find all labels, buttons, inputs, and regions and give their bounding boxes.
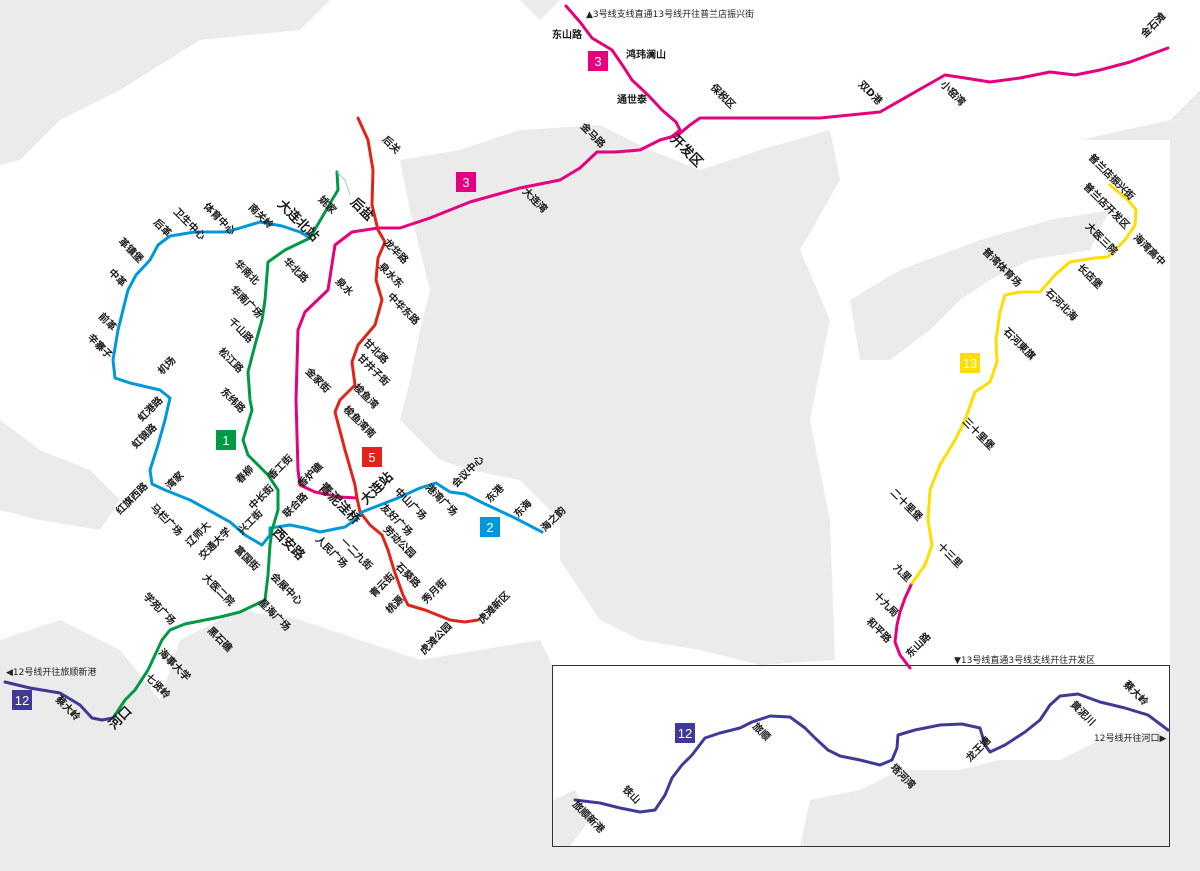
station-label[interactable]: 二十里堡 — [888, 486, 925, 523]
station-label[interactable]: 春柳 — [233, 463, 256, 486]
station-label[interactable]: 虹锦路 — [129, 420, 160, 451]
station-label[interactable]: 大连北站 — [274, 197, 322, 245]
line-3-route[interactable] — [294, 46, 1170, 500]
station-label[interactable]: 海湾高中 — [1131, 231, 1168, 268]
line-3-badge[interactable]: 3 — [456, 172, 476, 192]
line-3-branch-badge[interactable]: 3 — [588, 51, 608, 71]
line-3-branch-note: ▲3号线支线直通13号线开往普兰店振兴街 — [586, 8, 754, 20]
station-label[interactable]: 通世泰 — [617, 93, 648, 106]
line-1-badge[interactable]: 1 — [216, 430, 236, 450]
station-label[interactable]: 西安路 — [269, 525, 309, 565]
station-label[interactable]: 青云街 — [367, 570, 397, 600]
line-12-east-note: 12号线开往河口▶ — [1094, 732, 1166, 744]
station-label[interactable]: 小窑湾 — [937, 77, 968, 108]
line-1-badge-label: 1 — [222, 433, 229, 448]
station-label[interactable]: 石河北海 — [1042, 285, 1080, 323]
station-label[interactable]: 中长街 — [246, 482, 276, 512]
station-label[interactable]: 东纬路 — [218, 385, 249, 416]
station-label[interactable]: 后关 — [380, 133, 403, 156]
station-label[interactable]: 梭鱼湾 — [351, 381, 381, 411]
station-label[interactable]: 兴工街 — [235, 507, 265, 537]
line-3-branch-route[interactable] — [564, 4, 682, 140]
station-label[interactable]: 会展中心 — [268, 570, 305, 607]
station-label[interactable]: 泉水 — [332, 274, 357, 299]
line-13-badge[interactable]: 13 — [960, 353, 980, 373]
station-label[interactable]: 蔡大岭 — [1120, 677, 1151, 708]
line-2-route[interactable] — [111, 220, 544, 547]
station-label[interactable]: 旅顺 — [750, 720, 773, 743]
station-label[interactable]: 东山路 — [903, 629, 934, 660]
station-label[interactable]: 华南北 — [232, 257, 262, 287]
line-12-inset-badge[interactable]: 12 — [675, 723, 695, 743]
line-12-west-note: ◀12号线开往旅顺新港 — [6, 666, 96, 678]
station-label[interactable]: 姚家 — [315, 192, 340, 217]
station-label[interactable]: 联合路 — [280, 489, 311, 520]
station-label[interactable]: 机场 — [155, 354, 178, 377]
line-badges: 1 2 3 3 5 12 12 13 — [12, 51, 980, 743]
station-label[interactable]: 鸿玮澜山 — [626, 48, 666, 61]
station-label[interactable]: 革镇堡 — [116, 235, 146, 265]
line-5-badge-label: 5 — [368, 450, 375, 465]
station-label[interactable]: 千山路 — [226, 315, 257, 346]
line-5-badge[interactable]: 5 — [362, 447, 382, 467]
line-12-badge[interactable]: 12 — [12, 690, 32, 710]
line-2-badge[interactable]: 2 — [480, 517, 500, 537]
line-12-route[interactable] — [3, 680, 115, 722]
station-label[interactable]: 十三里 — [935, 540, 965, 570]
station-label[interactable]: 马栏广场 — [148, 501, 185, 538]
station-label[interactable]: 香工街 — [265, 452, 295, 482]
station-label[interactable]: 南关岭 — [246, 201, 276, 231]
station-label[interactable]: 虎滩新区 — [475, 589, 512, 626]
station-label[interactable]: 虎滩公园 — [417, 620, 454, 657]
station-label[interactable]: 十九局 — [871, 589, 901, 619]
line-3-branch-south-route[interactable] — [893, 581, 914, 670]
line-1-route[interactable] — [111, 170, 340, 720]
station-label[interactable]: 黄泥川 — [1068, 698, 1098, 728]
station-label[interactable]: 红旗西路 — [113, 479, 151, 517]
station-label[interactable]: 湾家 — [163, 468, 187, 492]
line-13-through-note: ▼13号线直通3号线支线开往开发区 — [954, 654, 1095, 666]
station-label[interactable]: 和平路 — [863, 614, 895, 646]
line-12-inset-route[interactable] — [573, 692, 1170, 814]
station-label[interactable]: 金家街 — [302, 364, 333, 395]
station-label[interactable]: 学苑广场 — [141, 590, 178, 627]
station-label[interactable]: 大医二院 — [200, 571, 237, 608]
line-3-badge-label: 3 — [462, 175, 469, 190]
station-label[interactable]: 保税区 — [707, 80, 738, 111]
station-label[interactable]: 金石滩 — [1137, 10, 1168, 41]
station-label[interactable]: 东山路 — [552, 28, 583, 41]
line-3-branch-badge-label: 3 — [594, 54, 601, 69]
station-label[interactable]: 富国街 — [232, 543, 262, 573]
station-label[interactable]: 中革 — [106, 266, 129, 289]
line-12-badge-label: 12 — [15, 693, 29, 708]
line-13-route[interactable] — [910, 183, 1138, 585]
line-13-badge-label: 13 — [963, 356, 977, 371]
station-label[interactable]: 辛寨子 — [85, 331, 115, 361]
station-label[interactable]: 松江路 — [216, 345, 247, 376]
station-label[interactable]: 华北路 — [281, 255, 312, 286]
station-label[interactable]: 前革 — [96, 310, 119, 333]
inset-frame — [552, 665, 1170, 847]
station-label[interactable]: 秀月街 — [418, 576, 449, 607]
station-label[interactable]: 虹港路 — [135, 393, 166, 424]
line-12-inset-badge-label: 12 — [678, 726, 692, 741]
station-label[interactable]: 华南广场 — [228, 283, 265, 320]
inset-sea — [553, 730, 1169, 847]
line-2-badge-label: 2 — [486, 520, 493, 535]
station-label[interactable]: 铁山 — [620, 783, 643, 806]
station-label[interactable]: 长店堡 — [1075, 261, 1105, 291]
station-label[interactable]: 石河東旗 — [1000, 324, 1038, 362]
station-label[interactable]: 东港 — [483, 481, 507, 505]
station-label[interactable]: 三十里堡 — [960, 415, 997, 452]
line-1-future-extension — [336, 171, 351, 196]
line-5-route[interactable] — [333, 116, 480, 624]
station-label[interactable]: 双D港 — [856, 78, 886, 108]
station-label[interactable]: 中华东路 — [385, 290, 423, 328]
station-label[interactable]: 九里 — [890, 560, 914, 584]
